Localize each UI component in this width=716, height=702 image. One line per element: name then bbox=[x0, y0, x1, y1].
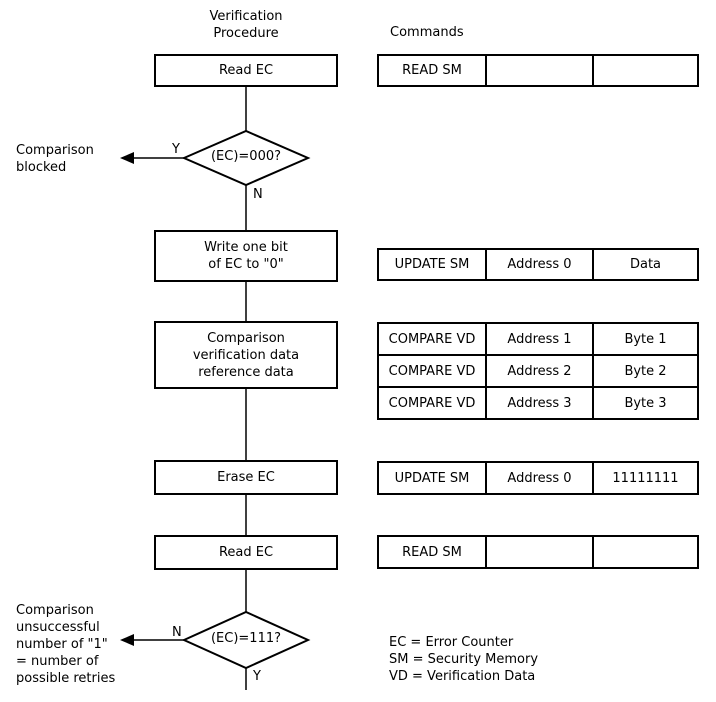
address-cell: Address 3 bbox=[485, 388, 592, 418]
command-row: COMPARE VD Address 2 Byte 2 bbox=[377, 354, 699, 388]
command-row: READ SM bbox=[377, 535, 699, 569]
legend-item: VD = Verification Data bbox=[389, 669, 536, 684]
arrow-left-icon bbox=[120, 634, 134, 646]
data-cell: Byte 1 bbox=[592, 324, 697, 354]
decision-condition: (EC)=000? bbox=[210, 149, 282, 164]
command-row: READ SM bbox=[377, 54, 699, 87]
data-cell: 11111111 bbox=[592, 463, 697, 493]
decision-diamond-first bbox=[181, 129, 311, 187]
command-row: COMPARE VD Address 3 Byte 3 bbox=[377, 386, 699, 420]
step-write-bit: Write one bit of EC to "0" bbox=[154, 230, 338, 282]
step-label: Erase EC bbox=[217, 470, 275, 485]
data-cell bbox=[592, 537, 697, 567]
command-cell: COMPARE VD bbox=[388, 363, 476, 379]
data-cell: Byte 3 bbox=[592, 388, 697, 418]
procedure-header: Verification Procedure bbox=[209, 9, 283, 41]
command-cell: READ SM bbox=[402, 63, 462, 78]
address-cell bbox=[485, 56, 592, 85]
legend-item: SM = Security Memory bbox=[389, 652, 539, 667]
data-cell bbox=[592, 56, 697, 85]
address-cell bbox=[485, 537, 592, 567]
step-label: Comparison verification data reference d… bbox=[192, 330, 300, 380]
data-cell: Byte 2 bbox=[592, 356, 697, 386]
command-row: COMPARE VD Address 1 Byte 1 bbox=[377, 322, 699, 356]
command-cell: COMPARE VD bbox=[388, 331, 476, 347]
decision-condition: (EC)=111? bbox=[210, 631, 282, 646]
outcome-blocked: Comparison blocked bbox=[16, 143, 94, 175]
address-cell: Address 0 bbox=[485, 463, 592, 493]
address-cell: Address 0 bbox=[485, 250, 592, 279]
data-cell: Data bbox=[592, 250, 697, 279]
step-read-ec: Read EC bbox=[154, 54, 338, 87]
command-cell: COMPARE VD bbox=[388, 395, 476, 411]
command-cell: UPDATE SM bbox=[394, 470, 470, 486]
step-label: Write one bit of EC to "0" bbox=[204, 240, 288, 272]
commands-header: Commands bbox=[390, 25, 464, 40]
command-cell: READ SM bbox=[402, 544, 462, 560]
yes-label: Y bbox=[172, 142, 180, 157]
no-label: N bbox=[172, 625, 182, 640]
step-read-ec-final: Read EC bbox=[154, 535, 338, 570]
step-label: Read EC bbox=[218, 545, 274, 560]
command-row: UPDATE SM Address 0 11111111 bbox=[377, 461, 699, 495]
step-comparison: Comparison verification data reference d… bbox=[154, 321, 338, 389]
command-row: UPDATE SM Address 0 Data bbox=[377, 248, 699, 281]
no-label: N bbox=[253, 187, 263, 202]
address-cell: Address 2 bbox=[485, 356, 592, 386]
yes-label: Y bbox=[253, 669, 261, 684]
step-label: Read EC bbox=[218, 63, 274, 78]
address-cell: Address 1 bbox=[485, 324, 592, 354]
step-erase-ec: Erase EC bbox=[154, 460, 338, 495]
command-cell: UPDATE SM bbox=[394, 257, 470, 272]
legend-item: EC = Error Counter bbox=[389, 635, 514, 650]
outcome-unsuccessful: Comparison unsuccessful number of "1" = … bbox=[16, 603, 116, 686]
arrow-left-icon bbox=[120, 152, 134, 164]
decision-diamond-second bbox=[181, 610, 311, 670]
